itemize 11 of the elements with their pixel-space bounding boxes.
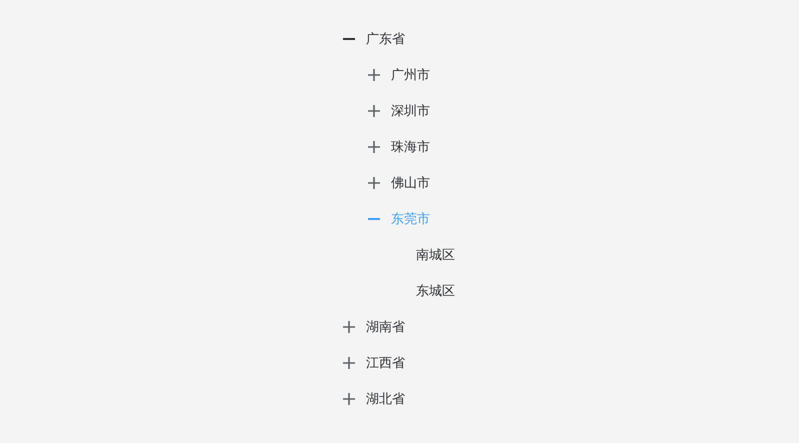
tree-item-label: 深圳市 <box>391 104 430 120</box>
tree-item-label: 佛山市 <box>391 176 430 192</box>
tree-item-label: 广州市 <box>391 68 430 84</box>
tree-item-label: 江西省 <box>366 356 405 372</box>
tree-item-label: 东城区 <box>416 284 455 300</box>
tree-item-label: 湖南省 <box>366 320 405 336</box>
tree-item-label: 东莞市 <box>391 212 430 228</box>
tree-item-label: 南城区 <box>416 248 455 264</box>
tree-item-label: 广东省 <box>366 32 405 48</box>
tree-item-label: 珠海市 <box>391 140 430 156</box>
tree-item-label: 湖北省 <box>366 392 405 408</box>
